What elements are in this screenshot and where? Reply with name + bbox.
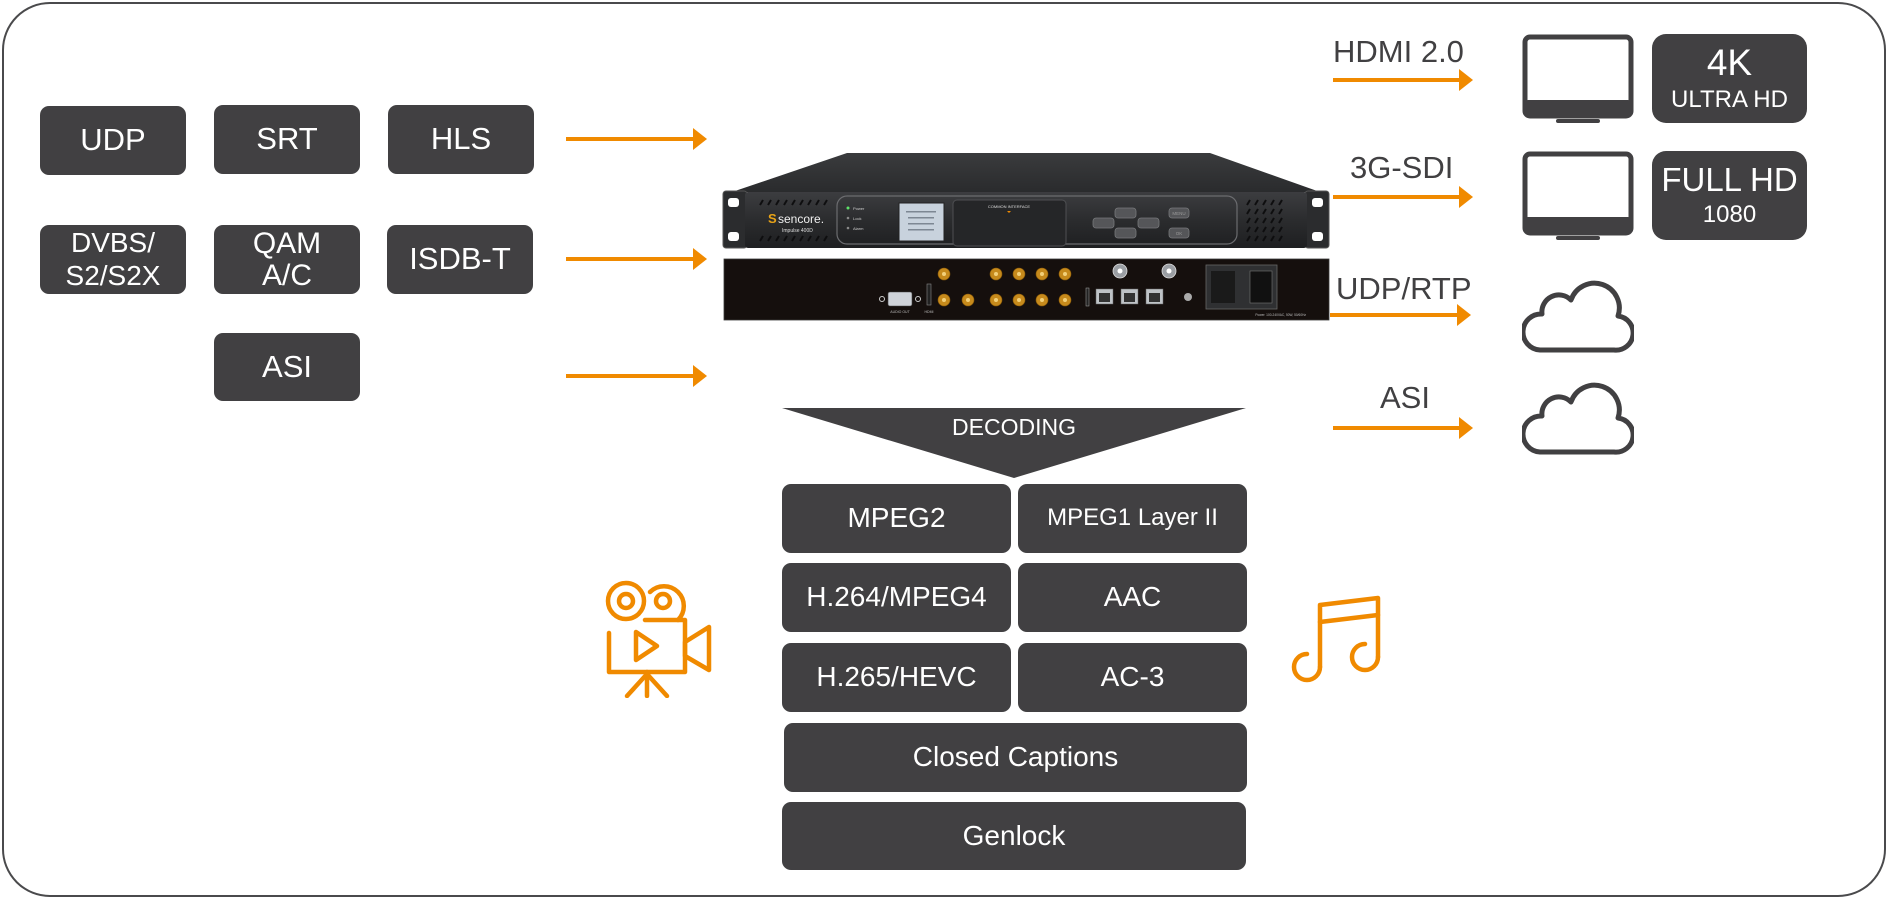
- svg-text:Power: 100-240VAC, 50W, 50/60H: Power: 100-240VAC, 50W, 50/60Hz: [1255, 313, 1306, 317]
- video-camera-icon: [605, 580, 712, 698]
- device-image: S sencore. Impulse 400D Power Lock Alarm…: [722, 153, 1330, 321]
- input-label-line2: S2/S2X: [65, 259, 161, 291]
- feature-label: Closed Captions: [912, 741, 1119, 773]
- input-arrow: [566, 128, 707, 150]
- svg-text:Alarm: Alarm: [853, 226, 864, 231]
- codec-label: AAC: [1103, 581, 1162, 613]
- feature-genlock: Genlock: [782, 802, 1246, 870]
- codec-audio: MPEG1 Layer II: [1018, 484, 1247, 553]
- badge-main: FULL HD: [1661, 160, 1798, 198]
- resolution-badge-full-hd: FULL HD 1080: [1652, 151, 1807, 240]
- svg-text:AUDIO OUT: AUDIO OUT: [890, 310, 910, 314]
- output-arrow: [1333, 417, 1473, 439]
- output-arrow: [1333, 69, 1473, 91]
- codec-video: H.264/MPEG4: [782, 563, 1011, 632]
- cloud-icon: [1522, 280, 1634, 353]
- input-label-line1: DVBS/: [70, 227, 156, 259]
- codec-label: H.265/HEVC: [816, 661, 977, 693]
- output-label-asi: ASI: [1380, 380, 1430, 415]
- svg-text:Lock: Lock: [853, 216, 861, 221]
- output-label-udp-rtp: UDP/RTP: [1336, 271, 1472, 306]
- input-arrow: [566, 248, 707, 270]
- input-qam: QAM A/C: [214, 225, 360, 294]
- codec-audio: AC-3: [1018, 643, 1247, 712]
- device-lid: [732, 153, 1320, 192]
- audio-out-port: [887, 291, 913, 307]
- input-asi: ASI: [214, 333, 360, 401]
- svg-text:HDMI: HDMI: [925, 310, 934, 314]
- input-label: UDP: [80, 122, 146, 158]
- input-label: HLS: [430, 121, 492, 157]
- input-hls: HLS: [388, 105, 534, 174]
- music-note-icon: [1291, 595, 1381, 683]
- codec-label: MPEG1 Layer II: [1047, 504, 1218, 532]
- svg-text:COMMON INTERFACE: COMMON INTERFACE: [988, 204, 1031, 209]
- codec-video: H.265/HEVC: [782, 643, 1011, 712]
- common-interface-slot: [952, 199, 1067, 247]
- input-label: ISDB-T: [409, 241, 511, 277]
- output-label-3g-sdi: 3G-SDI: [1350, 150, 1454, 185]
- input-label-line2: A/C: [261, 258, 312, 292]
- resolution-badge-4k: 4K ULTRA HD: [1652, 34, 1807, 123]
- codec-label: H.264/MPEG4: [806, 581, 987, 613]
- badge-main: 4K: [1706, 41, 1753, 83]
- badge-sub: 1080: [1702, 200, 1757, 228]
- output-arrow: [1333, 186, 1473, 208]
- codec-video: MPEG2: [782, 484, 1011, 553]
- codec-label: AC-3: [1100, 661, 1165, 693]
- cloud-icon: [1522, 382, 1634, 455]
- feature-label: Genlock: [962, 819, 1066, 851]
- svg-text:Power: Power: [853, 206, 865, 211]
- feature-closed-captions: Closed Captions: [784, 723, 1247, 792]
- codec-label: MPEG2: [847, 502, 946, 534]
- badge-sub: ULTRA HD: [1671, 85, 1788, 113]
- input-arrow: [566, 365, 707, 387]
- decoding-title: DECODING: [952, 414, 1076, 440]
- input-dvbs: DVBS/ S2/S2X: [40, 225, 186, 294]
- input-srt: SRT: [214, 105, 360, 174]
- input-label: SRT: [256, 121, 318, 157]
- svg-text:OK: OK: [1176, 231, 1183, 236]
- input-isdbt: ISDB-T: [387, 225, 533, 294]
- output-arrow: [1330, 304, 1471, 326]
- input-udp: UDP: [40, 106, 186, 175]
- input-label-line1: QAM: [252, 227, 322, 260]
- output-label-hdmi: HDMI 2.0: [1333, 34, 1464, 69]
- input-label: ASI: [262, 348, 312, 384]
- device-model: Impulse 400D: [782, 228, 813, 234]
- device-brand: sencore.: [778, 212, 824, 226]
- device-lcd: [898, 202, 945, 242]
- sencore-logo-mark: S: [768, 211, 777, 226]
- svg-text:MENU: MENU: [1172, 211, 1185, 216]
- decoding-funnel: [782, 408, 1246, 478]
- monitor-icon: [1522, 34, 1634, 123]
- codec-audio: AAC: [1018, 563, 1247, 632]
- monitor-icon: [1522, 151, 1634, 240]
